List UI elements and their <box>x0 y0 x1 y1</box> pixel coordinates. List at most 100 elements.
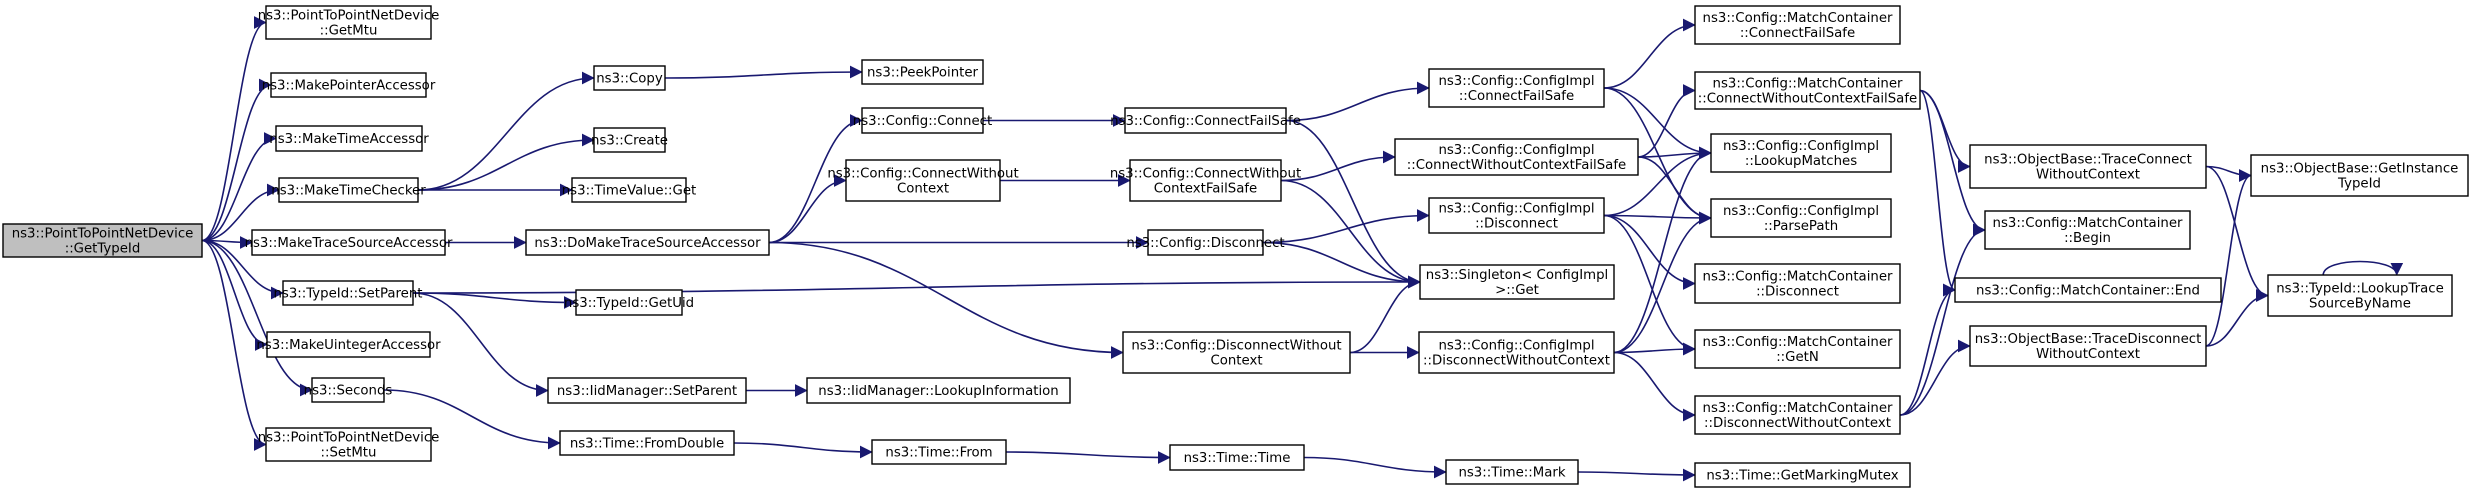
node-mkptr[interactable]: ns3::MakePointerAccessor <box>262 72 436 98</box>
edge-setparent-to-iidsetparent <box>412 292 549 397</box>
node-label: ns3::MakePointerAccessor <box>262 79 436 94</box>
node-box <box>871 439 1007 465</box>
node-box <box>1394 138 1639 176</box>
node-markmutex[interactable]: ns3::Time::GetMarkingMutex <box>1694 462 1911 488</box>
node-mktimechk[interactable]: ns3::MakeTimeChecker <box>271 177 426 203</box>
node-label: ns3::PointToPointNetDevice <box>12 227 194 242</box>
node-box <box>1169 444 1305 471</box>
node-box <box>1124 107 1287 134</box>
edge-implconnwofs-to-mcconnwofs <box>1637 84 1696 158</box>
node-box <box>311 377 385 403</box>
node-box <box>1419 264 1615 300</box>
edge-impldisc-to-lookupmatches <box>1603 146 1712 217</box>
node-mkuint[interactable]: ns3::MakeUintegerAccessor <box>256 331 441 358</box>
node-mcbegin[interactable]: ns3::Config::MatchContainer::Begin <box>1984 210 2191 250</box>
node-label: ::Begin <box>2064 231 2111 246</box>
node-mcconnwofs[interactable]: ns3::Config::MatchContainer::ConnectWith… <box>1694 71 1921 110</box>
node-label: ::DisconnectWithoutContext <box>1423 354 1610 369</box>
edge-cfgconnfs-to-implconnfs <box>1285 81 1430 122</box>
node-label: >::Get <box>1495 283 1539 298</box>
node-label: ::ConnectWithoutContextFailSafe <box>1407 158 1626 173</box>
node-cfgconnwo[interactable]: ns3::Config::ConnectWithoutContext <box>827 159 1019 202</box>
node-label: ns3::Time::From <box>885 446 992 461</box>
node-cfgdiscwo[interactable]: ns3::Config::DisconnectWithoutContext <box>1122 331 1351 374</box>
node-create[interactable]: ns3::Create <box>591 127 668 153</box>
node-parsepath[interactable]: ns3::Config::ConfigImpl::ParsePath <box>1710 198 1892 238</box>
node-domake[interactable]: ns3::DoMakeTraceSourceAccessor <box>525 229 770 256</box>
node-label: ns3::Singleton< ConfigImpl <box>1426 268 1608 283</box>
node-label: ns3::Config::ConfigImpl <box>1723 139 1879 154</box>
node-box <box>266 331 431 358</box>
node-timevalget[interactable]: ns3::TimeValue::Get <box>562 177 697 203</box>
node-timemark[interactable]: ns3::Time::Mark <box>1445 459 1579 485</box>
node-seconds[interactable]: ns3::Seconds <box>304 377 393 403</box>
node-mcend[interactable]: ns3::Config::MatchContainer::End <box>1954 277 2222 303</box>
edge-mktimechk-to-copy <box>417 71 595 191</box>
node-impldiscwo[interactable]: ns3::Config::ConfigImpl::DisconnectWitho… <box>1418 331 1615 374</box>
node-mcdiscwo[interactable]: ns3::Config::MatchContainer::DisconnectW… <box>1694 395 1901 435</box>
edge-mcconnwofs-to-obtraceconn <box>1919 89 1971 173</box>
node-implconnwofs[interactable]: ns3::Config::ConfigImpl::ConnectWithoutC… <box>1394 138 1639 176</box>
node-obtracedisc[interactable]: ns3::ObjectBase::TraceDisconnectWithoutC… <box>1969 325 2207 367</box>
edge-mcconnwofs-to-mcend <box>1919 89 1956 297</box>
node-box <box>1969 144 2207 189</box>
node-mktrace[interactable]: ns3::MakeTraceSourceAccessor <box>245 229 453 256</box>
edge-setparent-to-getuid <box>412 292 577 309</box>
node-mcgetn[interactable]: ns3::Config::MatchContainer::GetN <box>1694 329 1901 369</box>
node-lookupmatches[interactable]: ns3::Config::ConfigImpl::LookupMatches <box>1710 133 1892 173</box>
edge-mcdiscwo-to-obtracedisc <box>1899 339 1971 416</box>
node-cfgdisc[interactable]: ns3::Config::Disconnect <box>1126 229 1285 256</box>
node-peek[interactable]: ns3::PeekPointer <box>861 59 984 85</box>
edge-copy-to-peek <box>664 65 863 79</box>
node-box <box>1694 462 1911 488</box>
edge-cfgdisc-to-impldisc <box>1262 209 1430 244</box>
node-getmtu[interactable]: ns3::PointToPointNetDevice::GetMtu <box>258 5 440 40</box>
node-label: ::ParsePath <box>1764 219 1838 234</box>
node-impldisc[interactable]: ns3::Config::ConfigImpl::Disconnect <box>1428 197 1605 234</box>
node-box <box>2267 274 2453 317</box>
node-label: ::Disconnect <box>1475 217 1558 232</box>
node-label: ns3::Config::MatchContainer <box>1703 270 1893 285</box>
node-iidsetparent[interactable]: ns3::IidManager::SetParent <box>547 377 747 404</box>
node-label: ns3::Config::Disconnect <box>1126 236 1284 251</box>
node-label: ::SetMtu <box>321 446 377 461</box>
node-mktimeacc[interactable]: ns3::MakeTimeAccessor <box>269 125 429 152</box>
node-cfgconnfs[interactable]: ns3::Config::ConnectFailSafe <box>1110 107 1301 134</box>
node-box <box>861 59 984 85</box>
node-label: ns3::Config::ConnectFailSafe <box>1110 114 1301 129</box>
node-label: ::ConnectFailSafe <box>1459 89 1574 104</box>
node-timetime[interactable]: ns3::Time::Time <box>1169 444 1305 471</box>
node-box <box>2250 154 2469 197</box>
node-singleton[interactable]: ns3::Singleton< ConfigImpl>::Get <box>1419 264 1615 300</box>
node-box <box>1694 395 1901 435</box>
node-layer: ns3::PointToPointNetDevice::GetTypeIdns3… <box>2 5 2469 488</box>
node-mcdisc[interactable]: ns3::Config::MatchContainer::Disconnect <box>1694 263 1901 304</box>
node-timefrom[interactable]: ns3::Time::From <box>871 439 1007 465</box>
node-mcconnfs[interactable]: ns3::Config::MatchContainer::ConnectFail… <box>1694 5 1901 45</box>
node-root[interactable]: ns3::PointToPointNetDevice::GetTypeId <box>2 223 203 258</box>
node-copy[interactable]: ns3::Copy <box>593 65 666 91</box>
node-setmtu[interactable]: ns3::PointToPointNetDevice::SetMtu <box>258 427 440 462</box>
edge-mcdiscwo-to-mcbegin <box>1899 223 1986 416</box>
node-box <box>547 377 747 404</box>
node-getuid[interactable]: ns3::TypeId::GetUid <box>564 289 694 316</box>
node-implconnfs[interactable]: ns3::Config::ConfigImpl::ConnectFailSafe <box>1428 68 1605 108</box>
edge-obtracedisc-to-getinst <box>2205 169 2252 347</box>
node-fromdouble[interactable]: ns3::Time::FromDouble <box>559 430 735 456</box>
node-obtraceconn[interactable]: ns3::ObjectBase::TraceConnectWithoutCont… <box>1969 144 2207 189</box>
node-label: ns3::Config::ConnectWithout <box>1110 167 1301 182</box>
edge-root-to-mktimechk <box>201 183 280 242</box>
node-cfgconnwofs[interactable]: ns3::Config::ConnectWithoutContextFailSa… <box>1110 159 1301 202</box>
node-label: ns3::Config::MatchContainer <box>1993 216 2183 231</box>
edge-fromdouble-to-timefrom <box>733 442 873 459</box>
node-label: ns3::TimeValue::Get <box>562 184 697 199</box>
node-box <box>278 177 419 203</box>
node-cfgconnect[interactable]: ns3::Config::Connect <box>853 107 992 134</box>
node-label: ns3::MakeTraceSourceAccessor <box>245 236 453 251</box>
edge-cfgdisc-to-singleton <box>1262 241 1421 289</box>
node-setparent[interactable]: ns3::TypeId::SetParent <box>273 280 423 306</box>
edge-cfgconnwofs-to-singleton <box>1280 179 1421 289</box>
node-iidlookup[interactable]: ns3::IidManager::LookupInformation <box>806 377 1071 404</box>
